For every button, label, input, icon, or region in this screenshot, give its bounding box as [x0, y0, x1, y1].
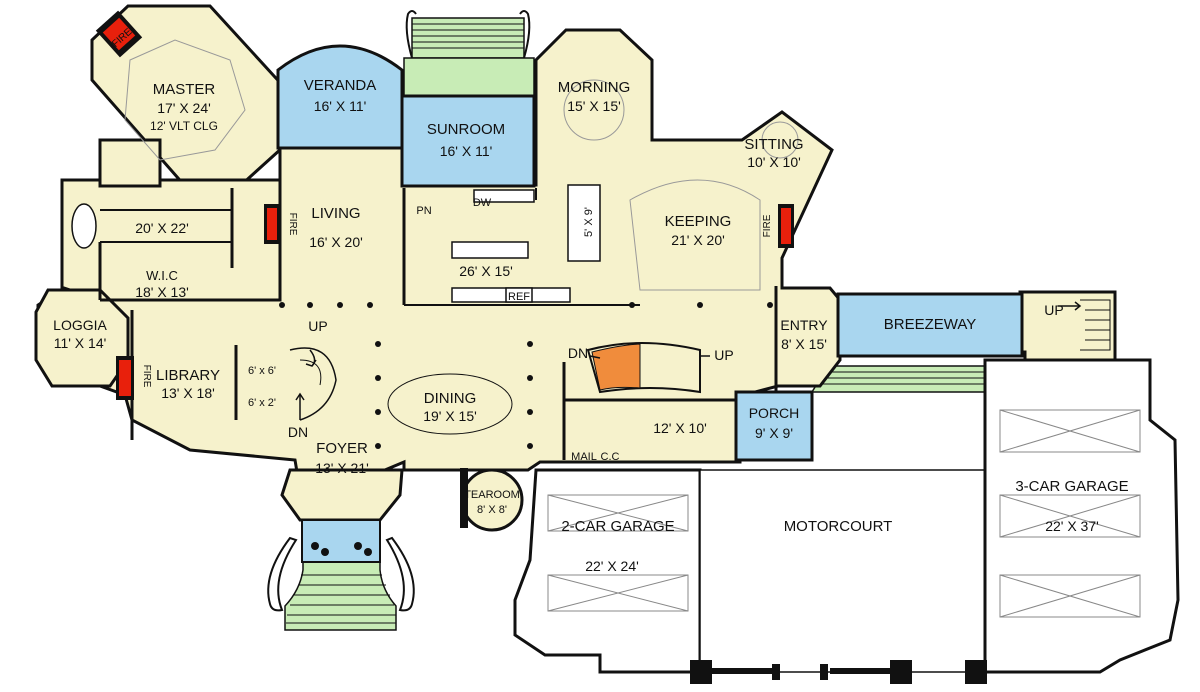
- fire-label-living: FIRE: [287, 213, 298, 236]
- label-loggia: LOGGIA: [53, 317, 107, 333]
- label-sunroom: SUNROOM: [427, 121, 505, 138]
- dim-loggia: 11' X 14': [54, 335, 107, 351]
- sunroom-room: [400, 94, 536, 188]
- dim-mud: 12' X 10': [653, 420, 707, 436]
- room-labels: MASTER 17' X 24' 12' VLT CLG VERANDA 16'…: [53, 77, 1129, 574]
- dim-kitchen: 26' X 15': [459, 263, 513, 279]
- dim-foyer: 13' X 21': [315, 460, 369, 476]
- veranda-room: [276, 44, 404, 150]
- label-dn-foyer: DN: [288, 424, 308, 440]
- label-master: MASTER: [153, 81, 216, 98]
- label-dining: DINING: [424, 390, 477, 407]
- dim-living: 16' X 20': [309, 234, 363, 250]
- fireplace-living: FIRE: [264, 204, 298, 244]
- label-up-foyer: UP: [308, 318, 327, 334]
- label-dn-main: DN: [568, 345, 588, 361]
- label-sitting: SITTING: [744, 136, 803, 153]
- label-keeping: KEEPING: [665, 213, 732, 230]
- dim-morning: 15' X 15': [567, 98, 621, 114]
- breezeway-lawn: [810, 365, 986, 393]
- dim-closet1: 6' x 6': [248, 365, 276, 377]
- label-pn: PN: [416, 205, 431, 217]
- label-motorcourt: MOTORCOURT: [784, 518, 893, 535]
- dim-closet2: 6' x 2': [248, 397, 276, 409]
- dim-tearoom: 8' X 8': [477, 504, 507, 516]
- tearoom: [460, 468, 524, 532]
- breezeway-room: [836, 292, 1024, 358]
- label-ref: REF: [508, 291, 530, 303]
- label-up-main: UP: [714, 347, 733, 363]
- label-cc: C.C: [601, 451, 620, 463]
- fireplace-library: FIRE: [116, 356, 152, 400]
- interior-details: [71, 39, 1111, 556]
- dim-sitting: 10' X 10': [747, 154, 801, 170]
- label-garage2: 2-CAR GARAGE: [561, 518, 674, 535]
- dim-wic: 18' X 13': [135, 284, 189, 300]
- fireplaces: FIRE FIRE FIRE FIRE: [95, 10, 794, 400]
- dim-garage3: 22' X 37': [1045, 518, 1099, 534]
- fire-label-keeping: FIRE: [762, 214, 773, 237]
- label-up-rear: UP: [1044, 302, 1063, 318]
- front-steps: [267, 536, 415, 631]
- dim-porch: 9' X 9': [755, 425, 793, 441]
- label-living: LIVING: [311, 205, 360, 222]
- label-library: LIBRARY: [156, 367, 220, 384]
- dim-island: 5' X 9': [583, 207, 595, 237]
- label-foyer: FOYER: [316, 440, 368, 457]
- rear-lawn-steps: [403, 10, 535, 97]
- stair-arrows: [295, 301, 1082, 420]
- label-garage3: 3-CAR GARAGE: [1015, 478, 1128, 495]
- note-master: 12' VLT CLG: [150, 119, 218, 133]
- dim-entry: 8' X 15': [781, 336, 827, 352]
- dim-keeping: 21' X 20': [671, 232, 725, 248]
- dim-bath: 20' X 22': [135, 220, 189, 236]
- porch-room: [734, 390, 814, 462]
- garage3-room: [983, 358, 1180, 674]
- label-breezeway: BREEZEWAY: [884, 316, 977, 333]
- garages: [513, 358, 1180, 684]
- label-entry: ENTRY: [780, 317, 828, 333]
- blue-rooms: [276, 44, 1024, 563]
- foyer-bump: [280, 468, 404, 522]
- label-morning: MORNING: [558, 79, 631, 96]
- dim-dining: 19' X 15': [423, 408, 477, 424]
- label-dw: DW: [473, 197, 492, 209]
- motorcourt-area: [699, 469, 986, 673]
- dim-library: 13' X 18': [161, 385, 215, 401]
- label-wic: W.I.C: [146, 268, 178, 283]
- dim-garage2: 22' X 24': [585, 558, 639, 574]
- label-porch: PORCH: [749, 405, 800, 421]
- fire-label-library: FIRE: [141, 365, 152, 388]
- dim-veranda: 16' X 11': [314, 98, 367, 114]
- dim-sunroom: 16' X 11': [440, 143, 493, 159]
- label-mail: MAIL: [571, 451, 597, 463]
- fireplace-keeping: FIRE: [762, 204, 794, 248]
- fireplace-master: FIRE: [95, 10, 143, 58]
- label-tearoom: TEAROOM: [464, 489, 520, 501]
- dim-master: 17' X 24': [157, 100, 211, 116]
- label-veranda: VERANDA: [304, 77, 377, 94]
